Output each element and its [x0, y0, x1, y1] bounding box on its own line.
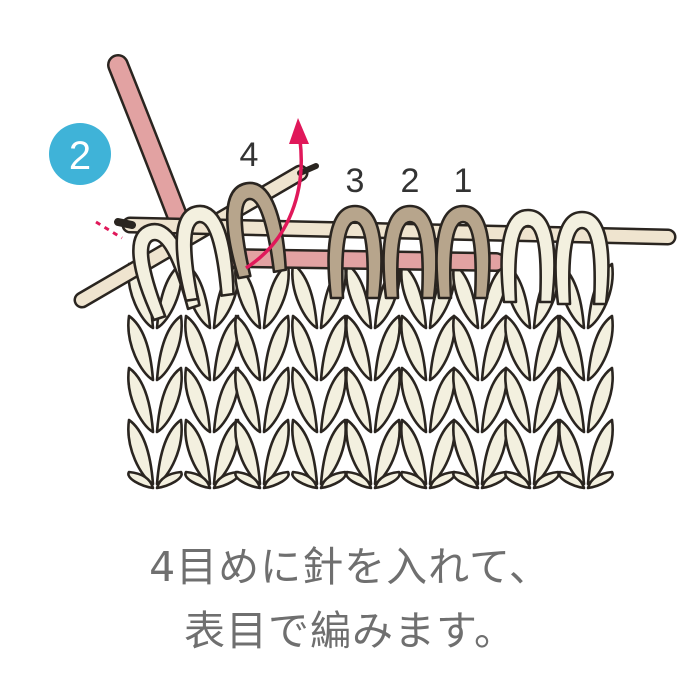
stitch-leg — [400, 366, 428, 434]
stitch-leg — [373, 470, 401, 490]
working-yarn-carried-fill — [222, 250, 504, 270]
caption-line-1: 4目めに針を入れて、 — [149, 543, 551, 591]
needle-loops — [132, 181, 610, 322]
stitch-leg — [400, 314, 428, 382]
stitch-leg — [504, 366, 532, 434]
stitch-leg — [400, 470, 428, 490]
stitch-leg — [234, 418, 262, 486]
caption-line-2: 表目で編みます。 — [184, 607, 516, 655]
stitch-leg — [452, 418, 480, 486]
stitch-leg — [504, 314, 532, 382]
stitch-leg — [558, 470, 586, 490]
stitch-leg — [184, 366, 212, 434]
stitch-leg — [127, 470, 155, 490]
stitch-label-2: 2 — [401, 162, 420, 200]
stitch-leg — [291, 418, 319, 486]
stitch-leg — [345, 262, 373, 330]
stitch-leg — [558, 314, 586, 382]
highlighted-stitch-loop — [435, 204, 491, 300]
stitch-leg — [234, 470, 262, 490]
stitch-leg — [452, 470, 480, 490]
stitch-leg — [400, 262, 428, 330]
stitch-leg — [184, 418, 212, 486]
stitch-leg — [428, 314, 456, 382]
stitch-leg — [586, 418, 614, 486]
stitch-leg — [345, 314, 373, 382]
stitch-leg — [155, 418, 183, 486]
stitch-leg — [373, 366, 401, 434]
stitch-leg — [586, 314, 614, 382]
highlighted-stitch-loop — [225, 181, 288, 280]
highlighted-stitch-loop — [327, 204, 383, 300]
stitch-leg — [558, 366, 586, 434]
stitch-leg — [586, 470, 614, 490]
stitch-leg — [452, 314, 480, 382]
stitch-leg — [262, 366, 290, 434]
stitch-leg — [504, 470, 532, 490]
stitch-leg — [532, 470, 560, 490]
stitch-leg — [345, 366, 373, 434]
stitch-leg — [262, 262, 290, 330]
stitch-leg — [234, 366, 262, 434]
stitch-leg — [428, 366, 456, 434]
stitch-leg — [319, 418, 347, 486]
stitch-leg — [291, 314, 319, 382]
step-number: 2 — [69, 134, 91, 178]
stitch-leg — [262, 470, 290, 490]
stitch-leg — [345, 418, 373, 486]
stitch-leg — [480, 314, 508, 382]
stitch-leg — [532, 366, 560, 434]
stitch-leg — [504, 418, 532, 486]
stitch-leg — [155, 470, 183, 490]
stitch-leg — [234, 314, 262, 382]
stitch-leg — [373, 314, 401, 382]
stitch-loop — [554, 210, 610, 306]
step-badge: 2 — [49, 123, 111, 185]
stitch-leg — [319, 314, 347, 382]
stitch-leg — [184, 470, 212, 490]
stitch-leg — [532, 314, 560, 382]
stitch-label-3: 3 — [346, 162, 365, 200]
stitch-leg — [184, 314, 212, 382]
stitch-leg — [155, 314, 183, 382]
working-yarn-tail-fill — [109, 56, 187, 227]
stitch-leg — [319, 470, 347, 490]
stitch-leg — [127, 314, 155, 382]
stitch-label-4: 4 — [240, 136, 259, 174]
stitch-label-1: 1 — [454, 162, 473, 200]
stitch-leg — [291, 262, 319, 330]
stitch-leg — [319, 366, 347, 434]
stitch-loop — [175, 204, 235, 302]
stitch-leg — [373, 418, 401, 486]
stitch-leg — [586, 366, 614, 434]
stitch-leg — [558, 418, 586, 486]
stitch-loop — [500, 208, 556, 304]
stitch-leg — [532, 418, 560, 486]
stitch-leg — [262, 418, 290, 486]
stitch-leg — [400, 418, 428, 486]
stitch-leg — [262, 314, 290, 382]
stitch-leg — [291, 470, 319, 490]
stitch-leg — [480, 470, 508, 490]
stitch-leg — [127, 366, 155, 434]
stitch-leg — [452, 366, 480, 434]
stitch-leg — [452, 262, 480, 330]
stitch-leg — [155, 366, 183, 434]
stitch-leg — [291, 366, 319, 434]
stitch-loop — [132, 222, 201, 322]
highlighted-stitch-loop — [382, 204, 438, 300]
stitch-leg — [127, 418, 155, 486]
stitch-leg — [345, 470, 373, 490]
stitch-leg — [428, 470, 456, 490]
stitch-leg — [428, 418, 456, 486]
stitch-leg — [480, 366, 508, 434]
stitch-leg — [480, 418, 508, 486]
insertion-arrow — [245, 118, 309, 270]
